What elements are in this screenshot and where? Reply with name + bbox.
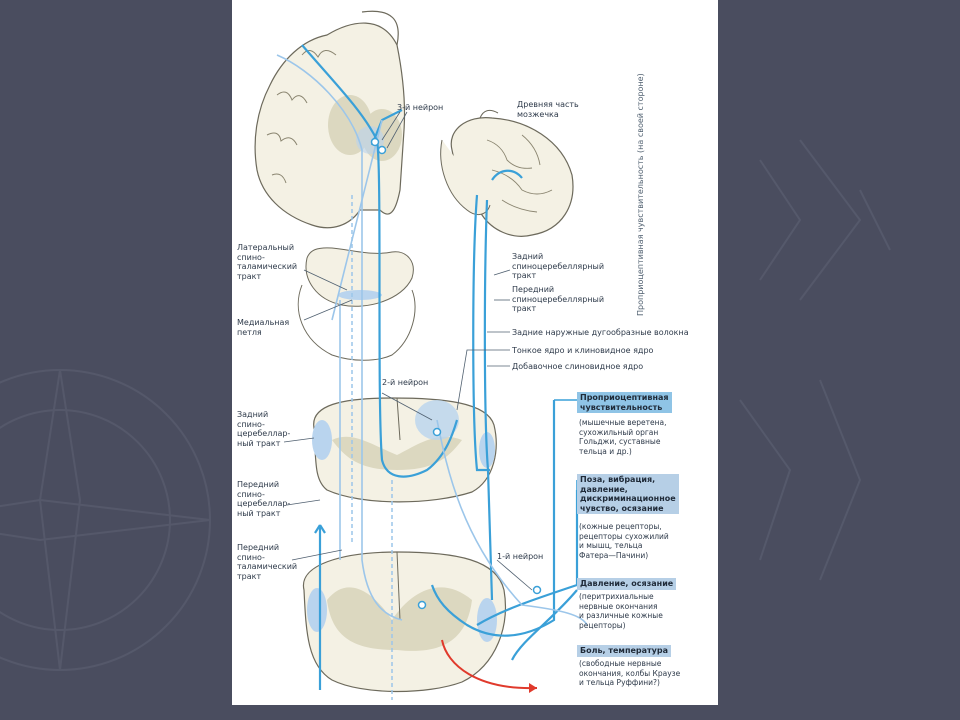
label-proprioception-vertical: Проприоцептивная чувствительность (на св… <box>636 73 645 316</box>
label-posterior-spinocerebellar-left: Задний спино- церебеллар- ный тракт <box>237 410 291 448</box>
label-gracile-cuneate-nuclei: Тонкое ядро и клиновидное ядро <box>512 346 654 355</box>
dashed-tracts <box>351 195 393 700</box>
leader-lines <box>283 111 533 591</box>
label-anterior-spinocerebellar-right: Передний спиноцеребеллярный тракт <box>512 285 605 313</box>
modality-pressure-touch-title: Давление, осязание <box>577 578 677 590</box>
neuron-bodies <box>370 137 542 610</box>
label-anterior-spinocerebellar-left: Передний спино- церебеллар- ный тракт <box>237 480 291 518</box>
tracts <box>301 44 579 690</box>
modality-touch-vibration-desc: (кожные рецепторы, рецепторы сухожилий и… <box>579 522 669 560</box>
label-neuron-1: 1-й нейрон <box>497 552 544 561</box>
cerebellum <box>440 109 574 237</box>
label-accessory-cuneate-nucleus: Добавочное слиновидное ядро <box>512 362 644 371</box>
label-anterior-spinothalamic-left: Передний спино- таламический тракт <box>237 543 298 581</box>
label-neuron-3: 3-й нейрон <box>397 103 444 112</box>
label-cerebellum: Древняя часть мозжечка <box>517 100 579 119</box>
modality-pain-temperature-title: Боль, температура <box>577 645 671 657</box>
sensory-pathways-diagram <box>254 10 588 700</box>
modality-pain-temperature-desc: (свободные нервные окончания, колбы Крау… <box>579 659 681 687</box>
label-lateral-spinothalamic: Латеральный спино- таламический тракт <box>237 243 298 281</box>
midbrain-slice <box>305 247 414 307</box>
modality-proprioception-title: Проприоцептивная чувствительность <box>577 392 672 413</box>
medulla-slice <box>297 284 416 361</box>
modality-proprioception-desc: (мышечные веретена, сухожильный орган Го… <box>579 418 667 456</box>
pain-pathway-arrow <box>441 639 538 693</box>
label-neuron-2: 2-й нейрон <box>382 378 429 387</box>
modality-pressure-touch-desc: (перитрихиальные нервные окончания и раз… <box>579 592 663 630</box>
label-medial-lemniscus: Медиальная петля <box>237 318 290 337</box>
lower-spinal-section <box>302 551 506 693</box>
diagram-panel: 3-й нейрон Древняя часть мозжечка Латера… <box>232 0 718 705</box>
label-external-arcuate-fibers: Задние наружные дугообразные волокна <box>512 328 689 337</box>
modality-touch-vibration-title: Поза, вибрация, давление, дискриминацион… <box>577 474 679 514</box>
label-posterior-spinocerebellar-right: Задний спиноцеребеллярный тракт <box>512 252 605 280</box>
